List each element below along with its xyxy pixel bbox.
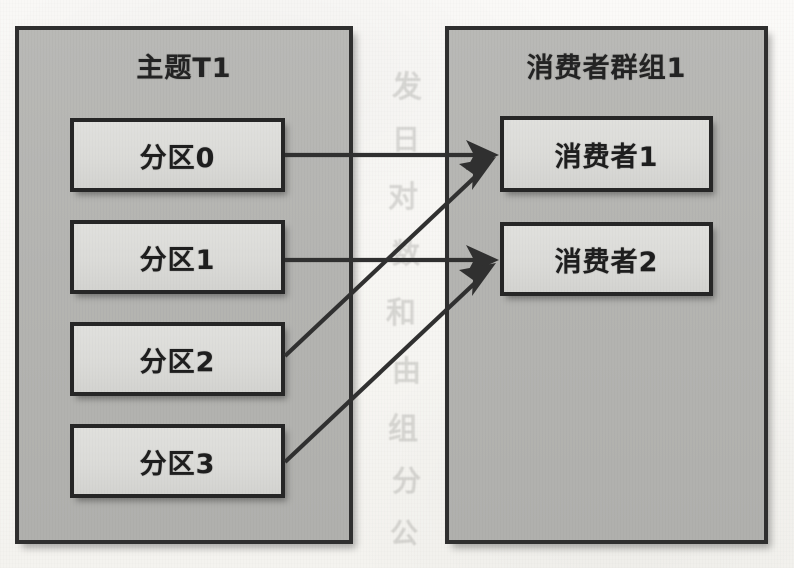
partition-label: 分区2 <box>139 346 216 378</box>
consumer-group-panel-title: 消费者群组1 <box>526 53 687 84</box>
consumer-label: 消费者2 <box>554 246 659 278</box>
partition-box-2[interactable]: 分区2 <box>70 322 285 396</box>
consumer-label: 消费者1 <box>554 141 659 173</box>
topic-panel-title: 主题T1 <box>136 53 232 84</box>
partition-label: 分区0 <box>139 142 216 174</box>
partition-label: 分区3 <box>139 448 216 480</box>
partition-box-1[interactable]: 分区1 <box>70 220 285 294</box>
partition-box-0[interactable]: 分区0 <box>70 118 285 192</box>
partition-box-3[interactable]: 分区3 <box>70 424 285 498</box>
consumer-box-1[interactable]: 消费者1 <box>500 116 713 192</box>
consumer-box-2[interactable]: 消费者2 <box>500 222 713 296</box>
partition-label: 分区1 <box>139 244 216 276</box>
